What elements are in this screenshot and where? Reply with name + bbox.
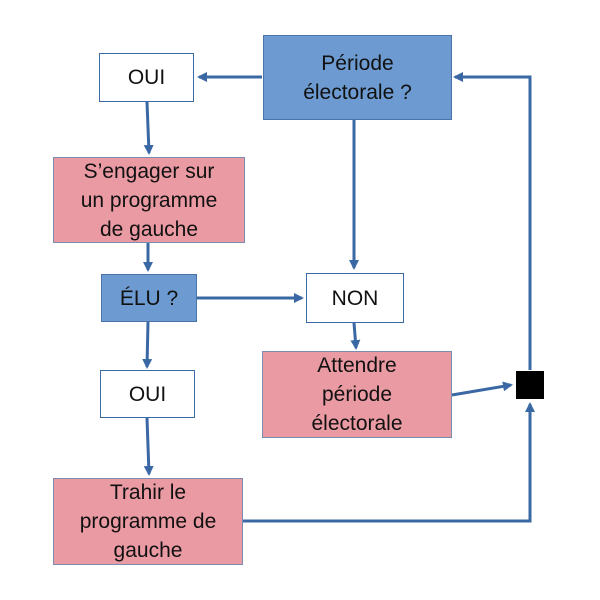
- arrow-trahir-to-junction: [243, 402, 535, 523]
- arrow-junction-to-periode: [453, 72, 532, 370]
- node-trahir-programme: Trahir le programme de gauche: [53, 478, 243, 565]
- arrow-attendre-to-junction: [451, 381, 513, 397]
- node-elu: ÉLU ?: [101, 274, 197, 322]
- node-oui-bottom-label: OUI: [128, 382, 167, 406]
- arrow-oui-to-engager: [143, 101, 154, 155]
- node-trahir-programme-label: Trahir le programme de gauche: [79, 481, 217, 562]
- arrow-oui-bottom-to-trahir: [143, 417, 154, 476]
- node-periode-electorale: Période électorale ?: [263, 35, 452, 120]
- node-periode-electorale-label: Période électorale ?: [303, 51, 412, 104]
- node-non: NON: [306, 273, 404, 323]
- junction-square: [516, 371, 544, 399]
- node-engager-programme: S’engager sur un programme de gauche: [53, 157, 245, 243]
- arrow-elu-to-oui-bottom: [142, 321, 153, 369]
- node-non-label: NON: [331, 286, 379, 310]
- node-oui-bottom: OUI: [100, 370, 195, 418]
- node-engager-programme-label: S’engager sur un programme de gauche: [80, 159, 218, 241]
- node-attendre-periode-label: Attendre période électorale: [311, 354, 403, 435]
- node-oui-top-label: OUI: [127, 66, 166, 89]
- node-oui-top: OUI: [99, 53, 194, 102]
- arrow-non-to-attendre: [350, 322, 361, 350]
- node-attendre-periode: Attendre période électorale: [262, 351, 452, 438]
- node-elu-label: ÉLU ?: [119, 286, 179, 310]
